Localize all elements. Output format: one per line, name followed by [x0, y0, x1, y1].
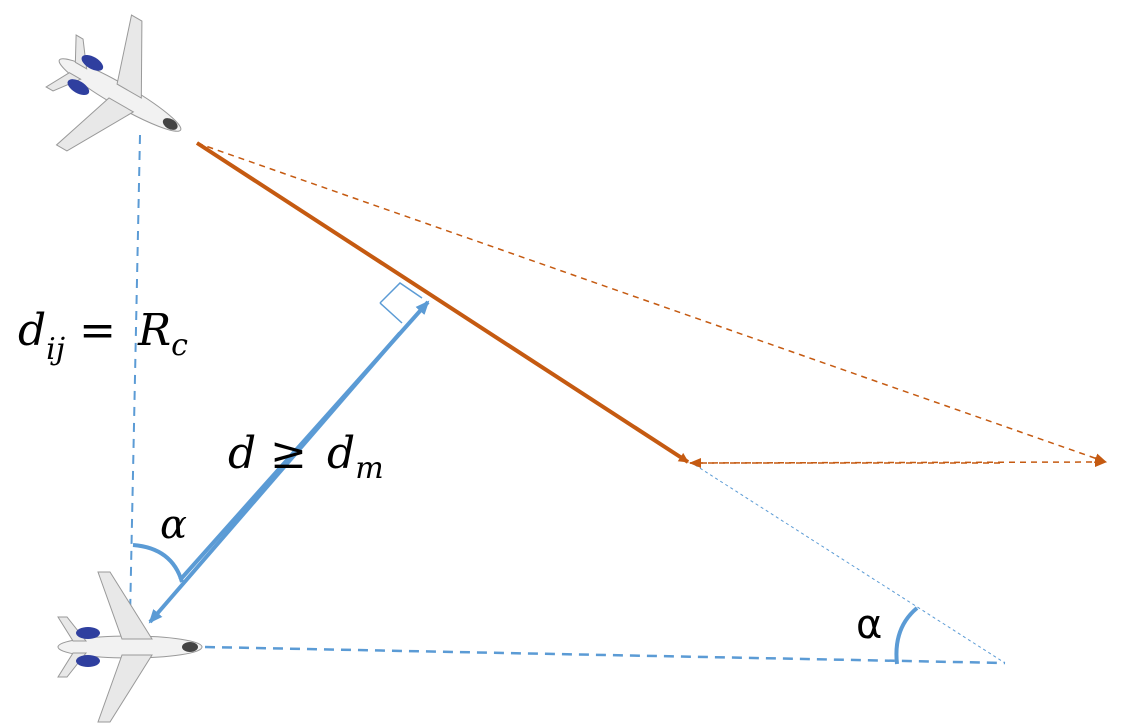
angle-arc-right: [894, 606, 919, 665]
upper-trajectory-line: [195, 141, 690, 464]
lower-heading-line: [204, 645, 1006, 665]
min-distance-label: d≥dm: [228, 428, 384, 486]
airplane-icon: [57, 571, 203, 723]
separation-label: dij=Rc: [18, 305, 188, 367]
airplane-icon: [45, 14, 182, 152]
angle-label-left: α: [160, 502, 187, 548]
right-angle-marker-2: [379, 302, 403, 324]
upper-heading-dashed-line: [196, 142, 1107, 464]
trajectory-extension-line: [694, 464, 1006, 664]
right-angle-marker: [379, 282, 423, 304]
separation-line: [129, 134, 141, 619]
angle-label-right: α: [856, 602, 882, 648]
angle-arc-left: [132, 543, 184, 583]
relative-velocity-line: [689, 457, 1107, 468]
min-distance-arrow-back: [148, 331, 402, 624]
